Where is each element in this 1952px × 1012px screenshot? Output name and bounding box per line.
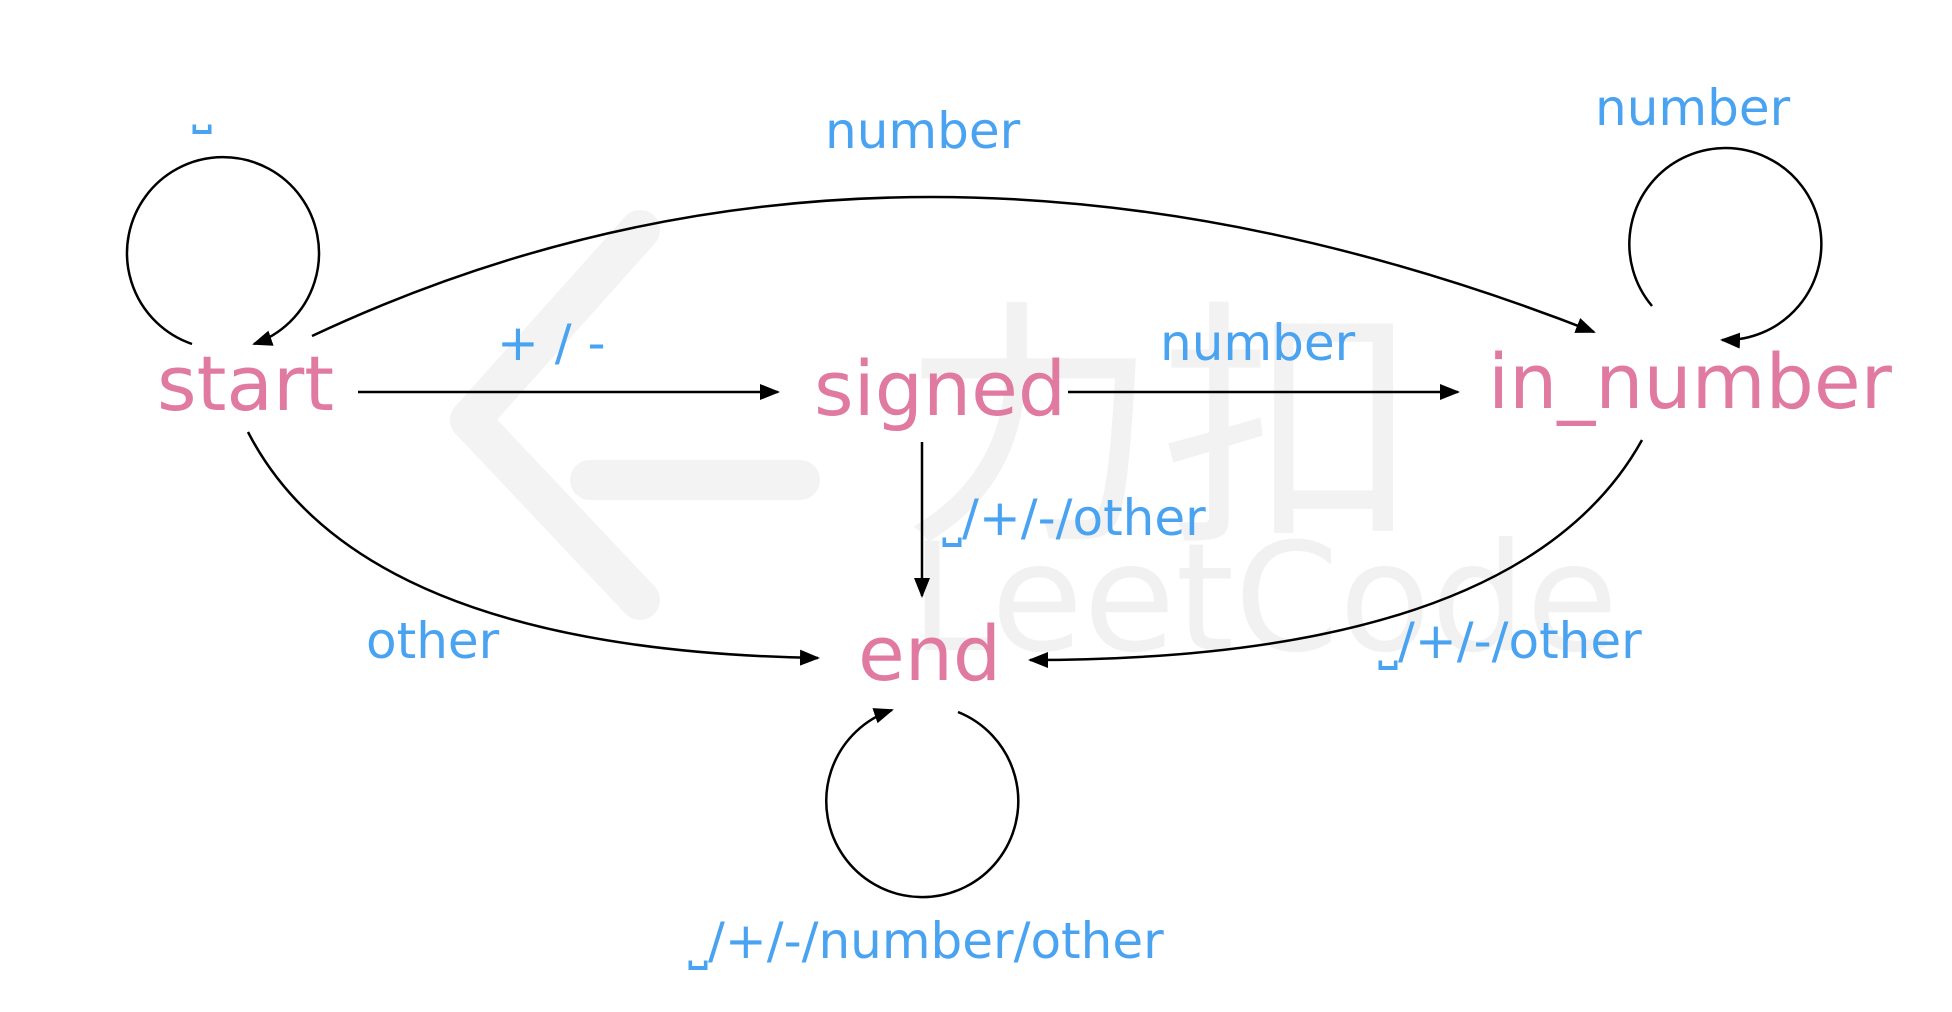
edge-start-loop	[125, 155, 321, 346]
label-signed-to-in-number: number	[1160, 314, 1356, 372]
label-in-number-loop: number	[1595, 79, 1791, 137]
watermark-brand-cn: 力扣	[900, 280, 1420, 582]
edges	[125, 146, 1823, 899]
edge-labels: ⎵ + / - number other number ⎵/+/-/other …	[192, 76, 1791, 970]
watermark-logo: 力扣 LeetCode	[450, 210, 1618, 686]
edge-start-to-end	[246, 431, 820, 666]
label-signed-to-end: ⎵/+/-/other	[942, 489, 1206, 547]
edge-start-to-in-number	[311, 195, 1596, 338]
watermark-logo-mark	[450, 210, 660, 620]
states: start signed in_number end	[157, 337, 1893, 698]
state-signed: signed	[814, 344, 1066, 433]
label-in-number-to-end: ⎵/+/-/other	[1378, 612, 1642, 670]
label-start-loop: ⎵	[192, 76, 212, 134]
state-in-number: in_number	[1488, 337, 1893, 426]
edge-in-number-to-end	[1028, 439, 1644, 668]
state-start: start	[157, 339, 334, 428]
label-start-to-end: other	[366, 612, 500, 670]
label-start-to-signed: + / -	[497, 314, 606, 372]
state-end: end	[858, 609, 1001, 698]
edge-end-loop	[825, 708, 1020, 899]
edge-in-number-loop	[1628, 146, 1823, 349]
label-end-loop: ⎵/+/-/number/other	[688, 912, 1164, 970]
label-start-to-in-number: number	[825, 102, 1021, 160]
